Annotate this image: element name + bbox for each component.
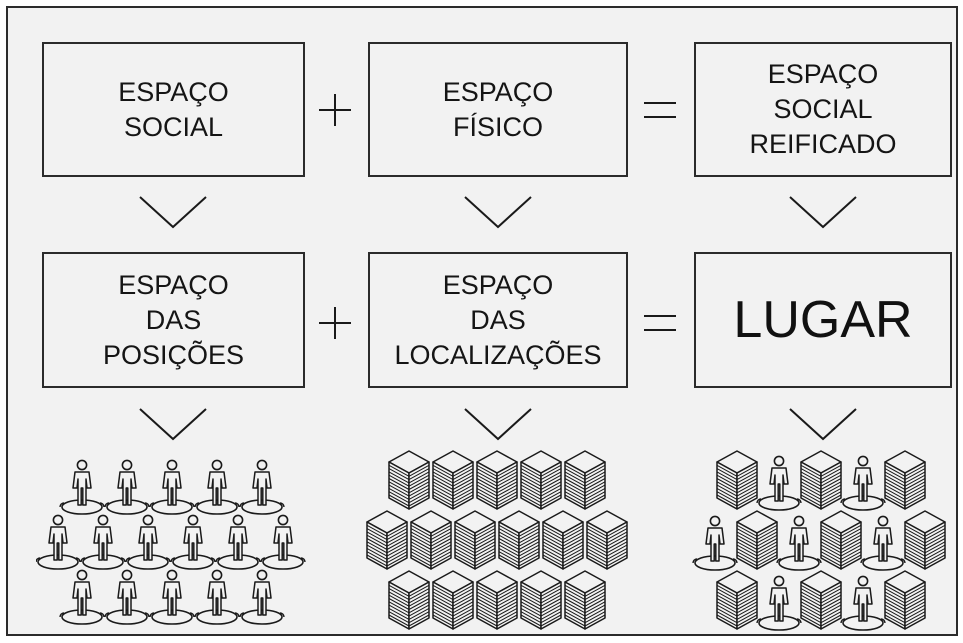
chevron-down-icon (463, 194, 533, 230)
diagram-frame: ESPAÇO SOCIAL ESPAÇO FÍSICO ESPAÇO SOCIA… (6, 6, 958, 636)
person-on-base-icon (59, 569, 105, 625)
building-block-icon (736, 510, 778, 570)
box-line: ESPAÇO (442, 76, 554, 107)
mixed-grid (692, 450, 946, 631)
building-block-icon (520, 570, 562, 630)
person-on-base-icon (756, 455, 802, 511)
box-espaco-das-posicoes: ESPAÇO DAS POSIÇÕES (42, 252, 305, 388)
person-on-base-icon (215, 514, 261, 570)
building-block-icon (716, 570, 758, 630)
building-block-icon (366, 510, 408, 570)
building-block-icon (716, 450, 758, 510)
person-on-base-icon (125, 514, 171, 570)
building-block-icon (520, 450, 562, 510)
box-line: ESPAÇO (767, 59, 879, 89)
building-block-icon (884, 450, 926, 510)
person-on-base-icon (239, 459, 285, 515)
box-espaco-social-reificado: ESPAÇO SOCIAL REIFICADO (694, 42, 952, 177)
box-line: POSIÇÕES (102, 339, 245, 370)
chevron-down-icon (788, 406, 858, 442)
person-on-base-icon (36, 514, 81, 570)
box-line: DAS (470, 304, 526, 335)
equals-operator (640, 90, 680, 130)
box-line: REIFICADO (749, 129, 897, 159)
building-block-icon (432, 570, 474, 630)
building-block-icon (564, 450, 606, 510)
person-on-base-icon (194, 459, 240, 515)
person-on-base-icon (80, 514, 126, 570)
people-grid (36, 459, 306, 625)
box-espaco-fisico: ESPAÇO FÍSICO (368, 42, 628, 177)
box-line: LOCALIZAÇÕES (394, 339, 602, 370)
building-block-icon (820, 510, 862, 570)
person-on-base-icon (194, 569, 240, 625)
building-block-icon (410, 510, 452, 570)
buildings-grid (366, 450, 628, 630)
box-espaco-das-localizacoes: ESPAÇO DAS LOCALIZAÇÕES (368, 252, 628, 388)
plus-operator (315, 90, 355, 130)
person-on-base-icon (756, 575, 802, 631)
building-block-icon (498, 510, 540, 570)
box-line: DAS (145, 304, 202, 335)
box-line: ESPAÇO (118, 269, 229, 300)
person-on-base-icon (104, 569, 150, 625)
building-block-icon (884, 570, 926, 630)
person-on-base-icon (776, 515, 822, 571)
box-espaco-social: ESPAÇO SOCIAL (42, 42, 305, 177)
person-on-base-icon (239, 569, 285, 625)
chevron-down-icon (138, 406, 208, 442)
person-on-base-icon (59, 459, 105, 515)
person-on-base-icon (149, 569, 195, 625)
person-on-base-icon (260, 514, 306, 570)
box-line-lugar: LUGAR (733, 291, 913, 349)
person-on-base-icon (840, 455, 886, 511)
building-block-icon (476, 450, 518, 510)
building-block-icon (388, 450, 430, 510)
box-line: SOCIAL (773, 94, 873, 124)
building-block-icon (800, 450, 842, 510)
chevron-down-icon (463, 406, 533, 442)
person-on-base-icon (692, 515, 738, 571)
equals-operator (640, 303, 680, 343)
box-lugar: LUGAR (694, 252, 952, 388)
building-block-icon (432, 450, 474, 510)
box-line: FÍSICO (452, 111, 543, 142)
plus-operator (315, 303, 355, 343)
box-line: ESPAÇO (118, 76, 229, 107)
building-block-icon (476, 570, 518, 630)
building-block-icon (564, 570, 606, 630)
building-block-icon (904, 510, 946, 570)
person-on-base-icon (170, 514, 216, 570)
building-block-icon (800, 570, 842, 630)
person-on-base-icon (149, 459, 195, 515)
person-on-base-icon (860, 515, 906, 571)
box-line: ESPAÇO (442, 269, 554, 300)
person-on-base-icon (104, 459, 150, 515)
chevron-down-icon (788, 194, 858, 230)
box-line: SOCIAL (123, 111, 224, 142)
chevron-down-icon (138, 194, 208, 230)
building-block-icon (454, 510, 496, 570)
building-block-icon (542, 510, 584, 570)
person-on-base-icon (840, 575, 886, 631)
building-block-icon (388, 570, 430, 630)
building-block-icon (586, 510, 628, 570)
